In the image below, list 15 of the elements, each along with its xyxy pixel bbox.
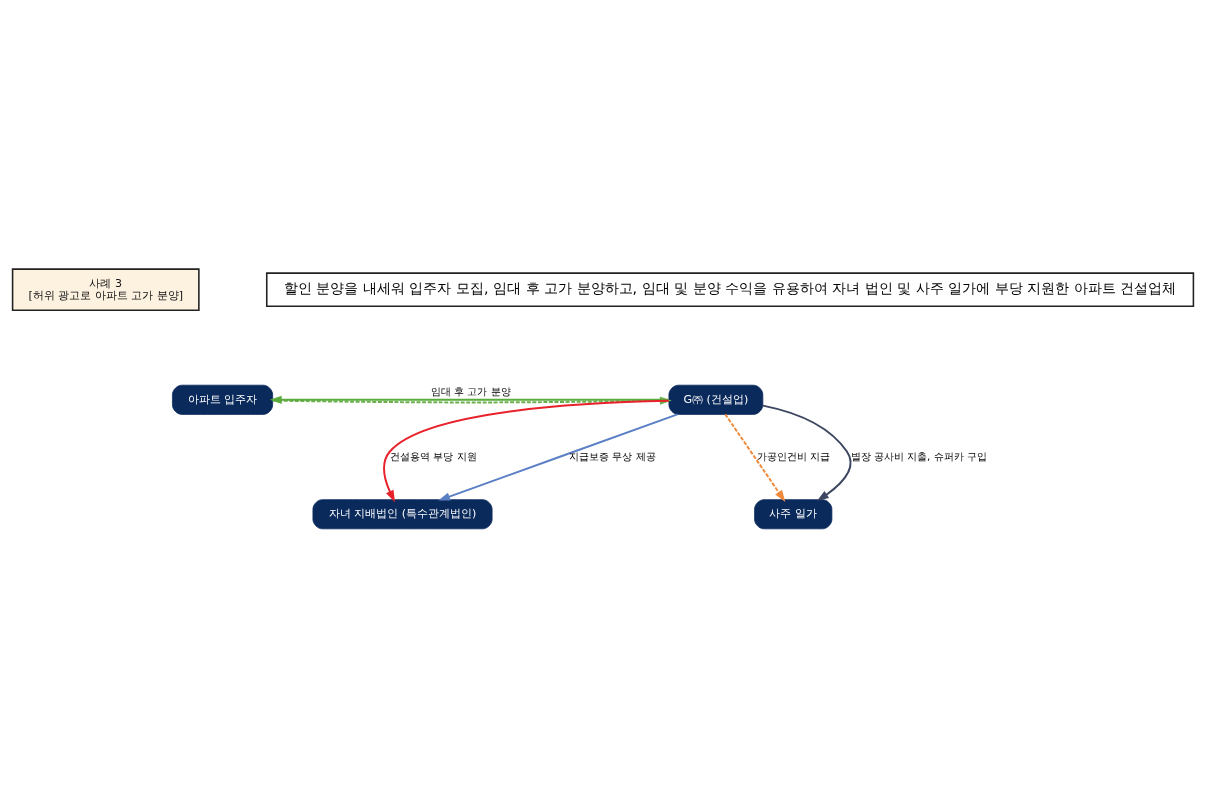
- node-box: G㈜ (건설업): [668, 384, 764, 415]
- arrow: [761, 404, 852, 502]
- edge-label: 건설용역 부당 지원: [390, 449, 477, 462]
- edge-label: 별장 공사비 지출, 슈퍼카 구입: [850, 449, 987, 462]
- node-box: 자녀 지배법인 (특수관계법인): [312, 499, 493, 530]
- edge-label: 지급보증 무상 제공: [569, 449, 656, 462]
- arrow: [383, 399, 670, 503]
- node-box: 사례 3 [허위 광고로 아파트 고가 분양]: [11, 268, 200, 311]
- arrow: [438, 413, 679, 501]
- node-box: 사주 일가: [754, 499, 833, 530]
- arrow: [724, 413, 786, 502]
- edge-label: 가공인건비 지급: [756, 449, 830, 462]
- edge-label: 임대 후 고가 분양: [430, 384, 511, 397]
- node-box: 아파트 입주자: [172, 384, 274, 415]
- node-box: 할인 분양을 내세워 입주자 모집, 임대 후 고가 분양하고, 임대 및 분양 수익을 유용하여 자녀 법인 및 사주 일가에 부당 지원한 아파트 건설업체: [265, 272, 1195, 308]
